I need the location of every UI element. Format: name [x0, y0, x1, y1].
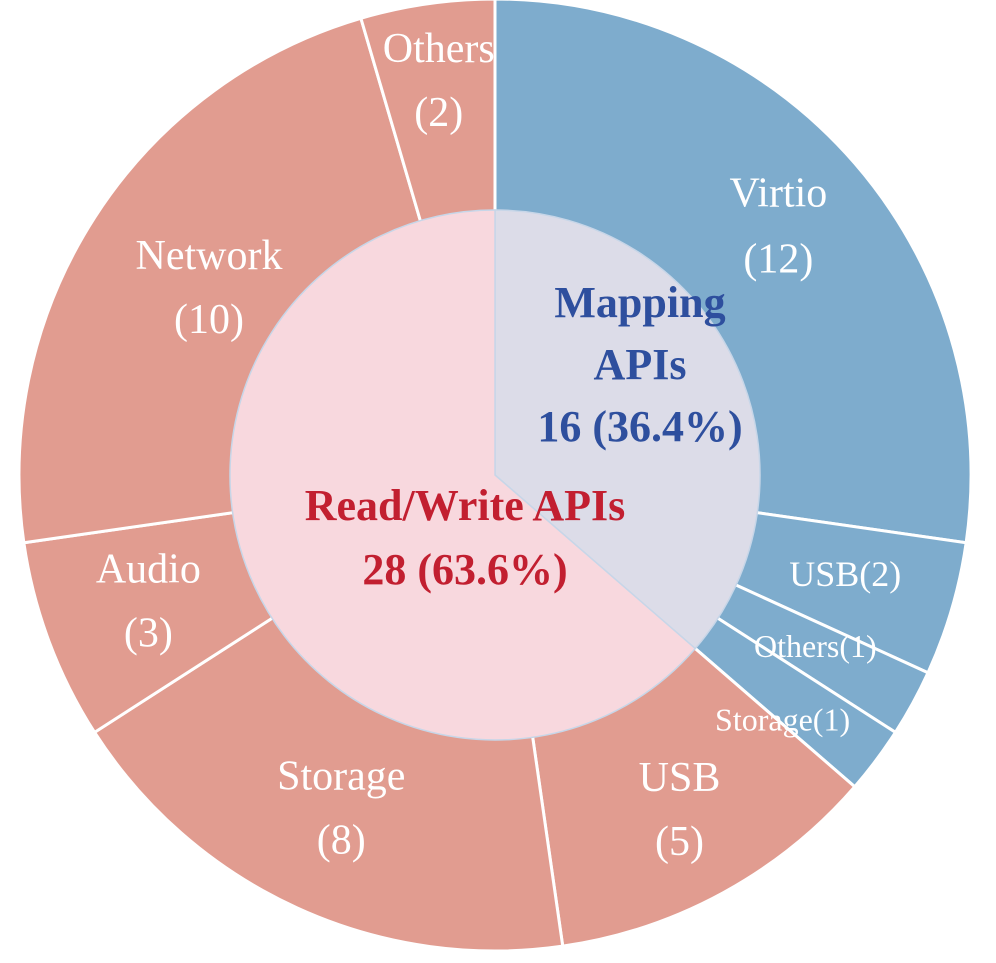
outer-label-line: Others(1): [754, 628, 877, 664]
inner-segment-readwrite: [229, 209, 697, 741]
outer-label-usb-rw: USB (5): [639, 755, 721, 865]
outer-label-line: (3): [124, 610, 173, 656]
outer-ring-labels: Virtio (12) USB(2) Others(1) Storage(1) USB (5…: [96, 26, 901, 865]
inner-segment-mapping: [494, 209, 761, 650]
outer-label-storage-rw: Storage (8): [277, 753, 405, 863]
inner-label-line: Mapping: [554, 278, 725, 327]
inner-label-line: 28 (63.6%): [362, 545, 567, 594]
outer-label-line: Virtio: [729, 170, 827, 216]
outer-label-line: (5): [655, 819, 704, 865]
inner-label-line: APIs: [594, 340, 687, 389]
outer-label-line: (10): [174, 297, 244, 343]
outer-label-line: Storage(1): [715, 702, 850, 738]
outer-label-line: (8): [317, 817, 366, 863]
outer-label-line: Others: [383, 26, 495, 72]
outer-label-line: (12): [743, 236, 813, 282]
outer-label-line: USB: [639, 755, 721, 801]
inner-ring: [229, 209, 761, 741]
outer-label-line: Network: [135, 233, 282, 279]
outer-label-network-rw: Network (10): [135, 233, 282, 343]
outer-label-line: Audio: [96, 546, 201, 592]
inner-label-line: Read/Write APIs: [305, 481, 626, 530]
outer-label-others-mapping: Others(1): [754, 628, 877, 664]
outer-label-storage-mapping: Storage(1): [715, 702, 850, 738]
outer-label-virtio: Virtio (12): [729, 170, 827, 282]
outer-label-others-rw: Others (2): [383, 26, 495, 136]
outer-label-line: (2): [414, 90, 463, 136]
inner-label-line: 16 (36.4%): [537, 402, 742, 451]
outer-label-line: Storage: [277, 753, 405, 799]
outer-label-usb-mapping: USB(2): [789, 554, 901, 594]
outer-label-audio-rw: Audio (3): [96, 546, 201, 656]
outer-label-line: USB(2): [789, 554, 901, 594]
inner-label-readwrite: Read/Write APIs 28 (63.6%): [305, 481, 626, 594]
